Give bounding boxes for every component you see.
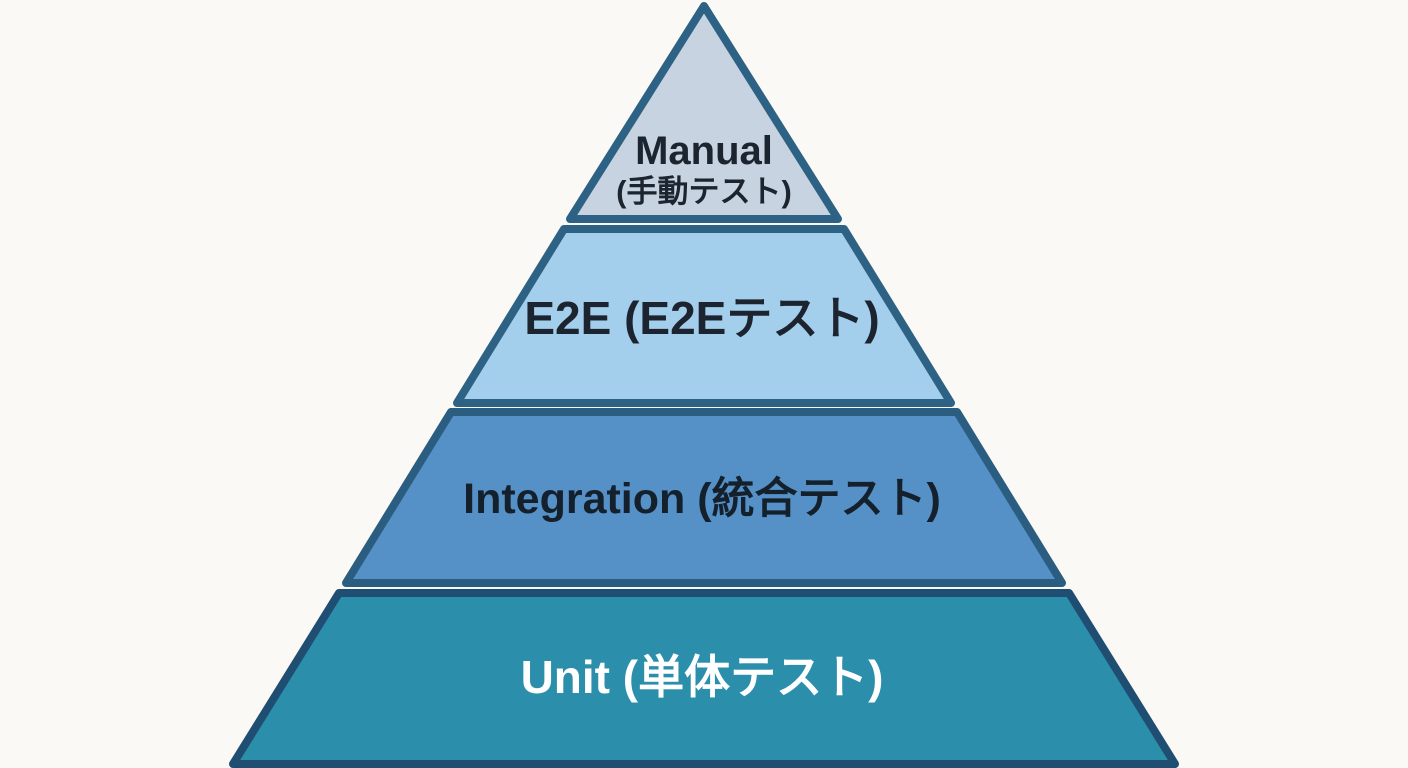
integration-layer-shape — [346, 412, 1062, 583]
e2e-layer-label: E2E (E2Eテスト) — [524, 292, 879, 344]
manual-layer-label: Manual — [635, 129, 773, 173]
manual-layer-border — [566, 2, 842, 223]
unit-layer-border — [229, 589, 1179, 768]
manual-layer-sublabel: (手動テスト) — [616, 174, 792, 209]
unit-layer-shape — [233, 593, 1175, 764]
unit-layer-label: Unit (単体テスト) — [521, 651, 884, 703]
manual-layer-shape — [570, 6, 838, 219]
e2e-layer-border — [453, 225, 955, 407]
integration-layer-border — [342, 408, 1066, 587]
e2e-layer-shape — [457, 229, 951, 403]
integration-layer-label: Integration (統合テスト) — [463, 475, 941, 523]
